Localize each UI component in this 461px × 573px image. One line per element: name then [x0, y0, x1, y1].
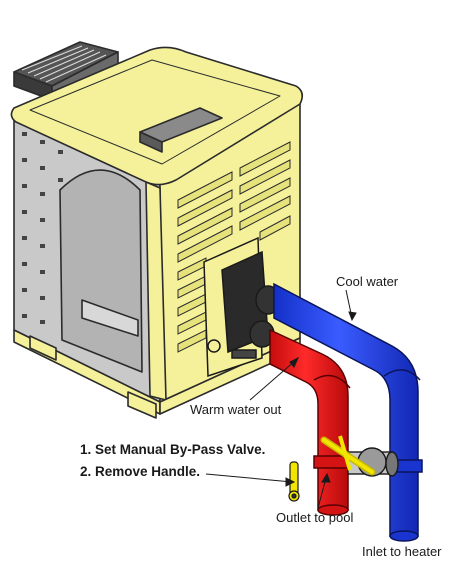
step-2-label: 2. Remove Handle. [80, 464, 201, 479]
side-access-panel [59, 169, 143, 373]
inlet-to-heater-label: Inlet to heater [362, 544, 442, 559]
heater-unit [10, 41, 304, 419]
step-1-label: 1. Set Manual By-Pass Valve. [80, 442, 266, 457]
leader-lines [205, 289, 357, 509]
foot-left [29, 335, 57, 361]
warm-water-out-label: Warm water out [190, 402, 282, 417]
warm-water-pipe [269, 328, 353, 516]
side-label-plate [81, 299, 139, 337]
cool-water-label: Cool water [336, 274, 399, 289]
removed-valve-handle [288, 461, 300, 502]
outlet-to-pool-label: Outlet to pool [276, 510, 354, 525]
front-louvers [177, 141, 291, 353]
side-vent-holes [22, 132, 63, 324]
foot-front [127, 391, 157, 419]
bypass-valve [320, 435, 399, 477]
